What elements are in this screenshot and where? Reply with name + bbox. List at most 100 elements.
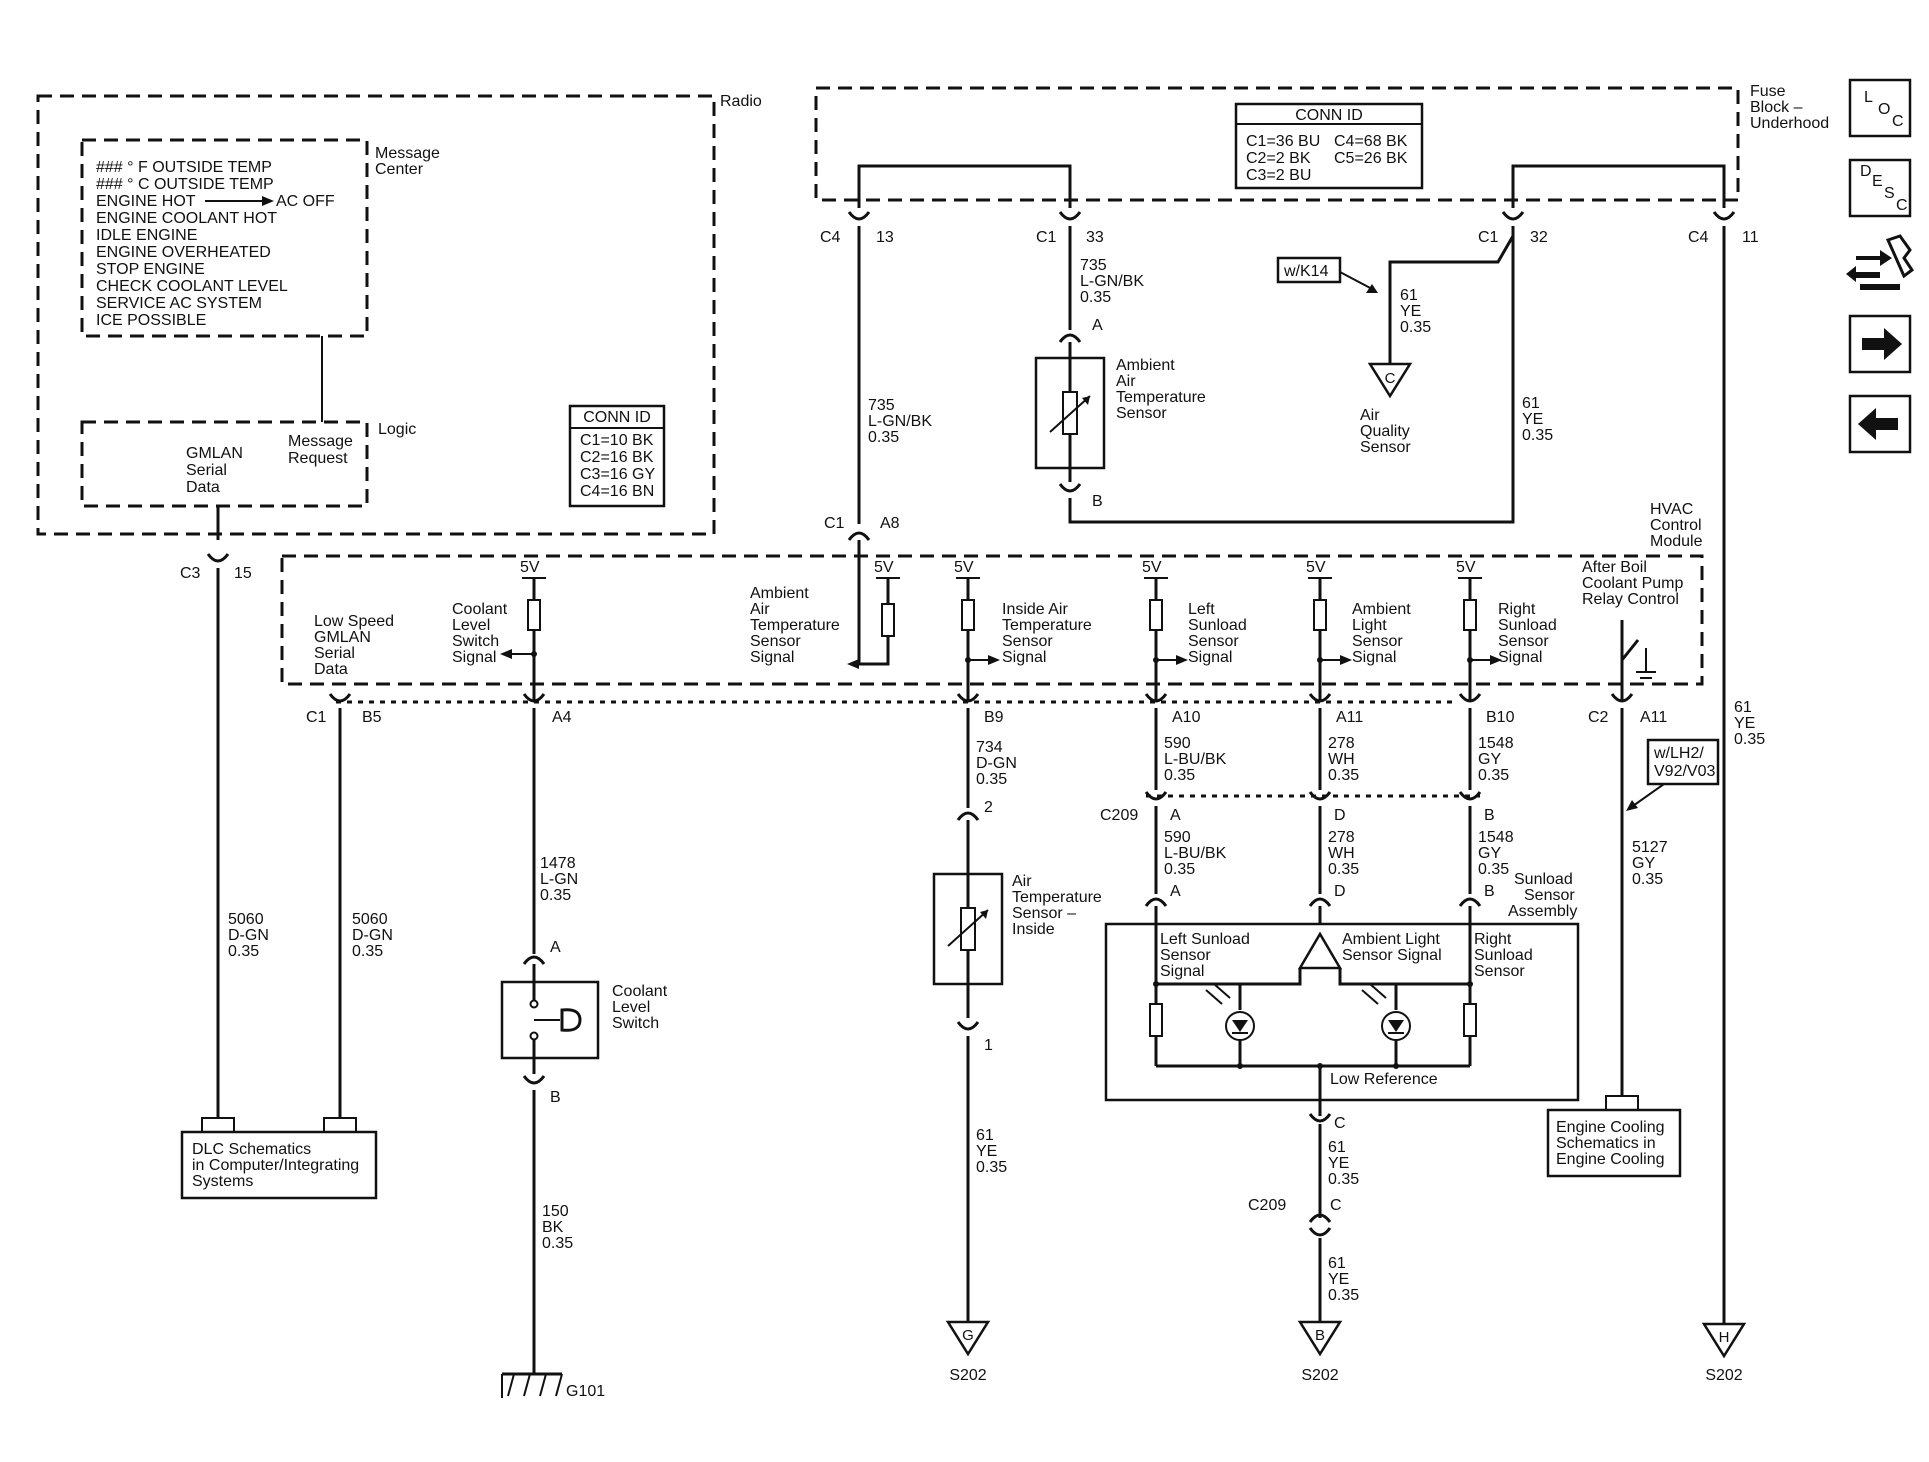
svg-text:C: C bbox=[1334, 1115, 1346, 1132]
svg-text:CONN ID: CONN ID bbox=[583, 409, 651, 426]
svg-text:0.35: 0.35 bbox=[1632, 871, 1663, 888]
resistor-icon bbox=[1463, 599, 1477, 631]
svg-text:C1: C1 bbox=[306, 709, 327, 726]
connector-triangle-icon[interactable] bbox=[945, 1320, 991, 1357]
svg-text:DLC Schematics: DLC Schematics bbox=[192, 1141, 311, 1158]
svg-text:C: C bbox=[1330, 1197, 1342, 1214]
resistor-icon bbox=[961, 599, 975, 631]
hvac-title: HVAC bbox=[1650, 501, 1693, 518]
radio-conn-id-table: CONN ID C1=10 BK C2=16 BK C3=16 GY C4=16… bbox=[568, 404, 666, 508]
resistor-icon bbox=[1149, 1003, 1163, 1037]
engine-cooling-schematics-link[interactable]: Engine Cooling Schematics in Engine Cool… bbox=[1546, 1108, 1682, 1178]
svg-text:L-GN/BK: L-GN/BK bbox=[868, 413, 932, 430]
svg-text:WH: WH bbox=[1328, 845, 1355, 862]
svg-text:0.35: 0.35 bbox=[542, 1235, 573, 1252]
svg-text:0.35: 0.35 bbox=[1164, 861, 1195, 878]
pullup-inside-air: 5V bbox=[954, 559, 1000, 700]
dlc-schematics-link[interactable]: DLC Schematics in Computer/Integrating S… bbox=[180, 1130, 378, 1200]
inside-air-temperature-sensor: 2 1 Air Temperature Sensor – Inside bbox=[932, 799, 1102, 1054]
svg-text:1: 1 bbox=[984, 1037, 993, 1054]
message-center-label: Message bbox=[375, 145, 440, 162]
svg-text:B5: B5 bbox=[362, 709, 382, 726]
svg-text:Air: Air bbox=[1116, 373, 1136, 390]
svg-text:0.35: 0.35 bbox=[228, 943, 259, 960]
svg-text:C3: C3 bbox=[180, 565, 201, 582]
svg-text:Air: Air bbox=[1360, 407, 1380, 424]
svg-text:278: 278 bbox=[1328, 735, 1355, 752]
svg-text:Coolant Pump: Coolant Pump bbox=[1582, 575, 1683, 592]
message-line: CHECK COOLANT LEVEL bbox=[96, 278, 288, 295]
pullup-right-sunload: 5V bbox=[1456, 559, 1502, 700]
c209-label: C209 bbox=[1100, 807, 1138, 824]
svg-text:1548: 1548 bbox=[1478, 829, 1514, 846]
svg-text:0.35: 0.35 bbox=[1328, 1171, 1359, 1188]
svg-text:0.35: 0.35 bbox=[1734, 731, 1765, 748]
svg-text:L-GN/BK: L-GN/BK bbox=[1080, 273, 1144, 290]
svg-text:Inside: Inside bbox=[1012, 921, 1055, 938]
svg-text:YE: YE bbox=[1522, 411, 1543, 428]
svg-text:D: D bbox=[1334, 807, 1346, 824]
svg-text:Control: Control bbox=[1650, 517, 1702, 534]
svg-text:C1=36 BU: C1=36 BU bbox=[1246, 133, 1320, 150]
svg-text:A: A bbox=[1092, 317, 1103, 334]
svg-text:G: G bbox=[962, 1327, 974, 1344]
hvac-control-module: HVAC Control Module C1 A8 Low Speed GMLA… bbox=[280, 501, 1704, 700]
splice-s202-g[interactable]: G S202 bbox=[945, 1320, 991, 1384]
message-line: ENGINE COOLANT HOT bbox=[96, 210, 277, 227]
svg-text:13: 13 bbox=[876, 229, 894, 246]
svg-text:Sensor: Sensor bbox=[1352, 633, 1403, 650]
svg-text:Sunload: Sunload bbox=[1498, 617, 1557, 634]
message-line: SERVICE AC SYSTEM bbox=[96, 295, 262, 312]
after-boil-signal-label: After Boil bbox=[1582, 559, 1647, 576]
svg-text:B: B bbox=[1484, 807, 1495, 824]
nav-loc-button[interactable]: L O C bbox=[1848, 78, 1912, 138]
connector-triangle-icon[interactable] bbox=[1297, 1320, 1343, 1357]
svg-text:D: D bbox=[1334, 883, 1346, 900]
svg-text:S202: S202 bbox=[1301, 1367, 1338, 1384]
nav-service-button[interactable] bbox=[1846, 234, 1915, 294]
svg-text:D-GN: D-GN bbox=[352, 927, 393, 944]
wire-61-air-quality bbox=[1388, 235, 1515, 364]
message-line: STOP ENGINE bbox=[96, 261, 205, 278]
ambient-air-temperature-sensor: A B Ambient Air Temperature Sensor bbox=[1034, 317, 1206, 510]
svg-text:C1: C1 bbox=[824, 515, 845, 532]
message-line: ENGINE OVERHEATED bbox=[96, 244, 271, 261]
resistor-icon bbox=[881, 603, 895, 637]
svg-text:Signal: Signal bbox=[452, 649, 496, 666]
svg-text:Data: Data bbox=[314, 661, 348, 678]
svg-text:C2=2 BK: C2=2 BK bbox=[1246, 150, 1311, 167]
wlh2-option-box: w/LH2/ V92/V03 bbox=[1626, 738, 1720, 811]
nav-desc-button[interactable]: D E S C bbox=[1848, 158, 1912, 218]
svg-text:Switch: Switch bbox=[452, 633, 499, 650]
svg-text:Sunload: Sunload bbox=[1474, 947, 1533, 964]
svg-text:Sensor: Sensor bbox=[1360, 439, 1411, 456]
arrow-right-icon bbox=[262, 196, 274, 206]
svg-text:C5=26 BK: C5=26 BK bbox=[1334, 150, 1408, 167]
svg-text:Air: Air bbox=[750, 601, 770, 618]
svg-text:V92/V03: V92/V03 bbox=[1654, 763, 1715, 780]
hvac-bottom-connectors: C1 B5 A4 B9 A10 A11 B10 C2 A11 bbox=[306, 693, 1667, 726]
connector-triangle-icon[interactable] bbox=[1701, 1322, 1747, 1359]
svg-text:Sensor: Sensor bbox=[1474, 963, 1525, 980]
svg-text:5060: 5060 bbox=[228, 911, 264, 928]
connector-c1-a8 bbox=[847, 531, 871, 541]
pullup-coolant: 5V bbox=[500, 559, 546, 700]
svg-text:0.35: 0.35 bbox=[1478, 861, 1509, 878]
nav-next-button[interactable] bbox=[1848, 314, 1912, 374]
svg-text:1548: 1548 bbox=[1478, 735, 1514, 752]
svg-text:5V: 5V bbox=[1142, 559, 1162, 576]
splice-s202-b[interactable]: B S202 bbox=[1297, 1320, 1343, 1384]
message-line: ICE POSSIBLE bbox=[96, 312, 206, 329]
svg-text:2: 2 bbox=[984, 799, 993, 816]
svg-text:5V: 5V bbox=[520, 559, 540, 576]
svg-text:YE: YE bbox=[1734, 715, 1755, 732]
svg-text:B: B bbox=[550, 1089, 561, 1106]
nav-prev-button[interactable] bbox=[1848, 394, 1912, 454]
resistor-icon bbox=[1463, 1003, 1477, 1037]
svg-text:Serial: Serial bbox=[186, 462, 227, 479]
connector-icon bbox=[1856, 250, 1892, 266]
splice-s202-h[interactable]: H S202 bbox=[1701, 1322, 1747, 1384]
svg-text:0.35: 0.35 bbox=[1328, 861, 1359, 878]
svg-text:C3=2 BU: C3=2 BU bbox=[1246, 167, 1311, 184]
fuse-block-outline bbox=[814, 86, 1740, 202]
